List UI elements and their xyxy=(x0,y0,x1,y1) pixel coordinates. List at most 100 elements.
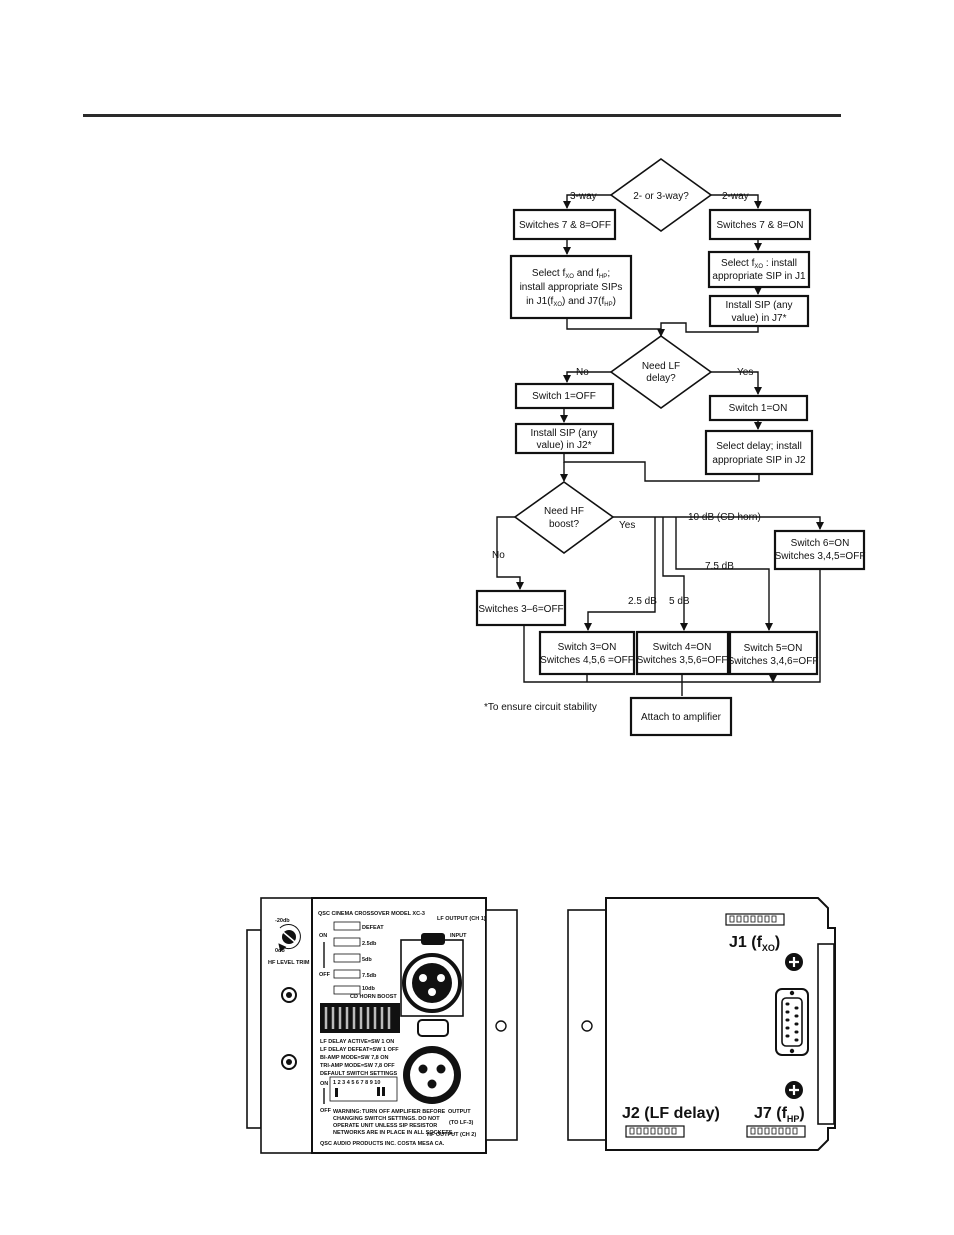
edge-10db xyxy=(613,516,824,530)
decision-hf-line2: boost? xyxy=(549,519,579,530)
box-select-3way-line2: install appropriate SIPs xyxy=(520,282,623,293)
trim-m20: -20db xyxy=(275,918,290,924)
dip-75[interactable] xyxy=(333,969,361,979)
edge-lf-yes-label: Yes xyxy=(737,367,753,378)
box-sw4-line1: Switch 4=ON xyxy=(653,642,712,653)
box-install-j2-line1: Install SIP (any xyxy=(530,428,597,439)
box-select-delay-line2: appropriate SIP in J2 xyxy=(712,455,806,466)
edge-e xyxy=(657,322,759,337)
warn-2: CHANGING SWITCH SETTINGS. DO NOT xyxy=(333,1116,440,1122)
dip-10-label: 10db xyxy=(362,986,375,992)
box-attach xyxy=(629,696,733,737)
box-select-3way-line3: in J1(fXO) and J7(fHP) xyxy=(526,296,616,308)
trim-label: HF LEVEL TRIM xyxy=(268,960,310,966)
edge-lf-yes xyxy=(711,371,762,395)
dip-defeat[interactable] xyxy=(333,921,361,931)
box-sw3 xyxy=(538,630,636,676)
dsub-screw-bottom xyxy=(789,1048,795,1054)
off-label: OFF xyxy=(319,972,331,978)
dip-5[interactable] xyxy=(333,953,361,963)
front-screw-hole-1-inner xyxy=(286,992,292,998)
edge-2way-label: 2-way xyxy=(722,191,749,202)
edge-merge-drop xyxy=(586,674,773,696)
xlr-in-pin1 xyxy=(419,974,427,982)
box-select-3way-line1: Select fXO and fHP; xyxy=(532,268,610,280)
box-sw78-off-text: Switches 7 & 8=OFF xyxy=(519,220,611,231)
warning-label: WARNING: xyxy=(333,1109,362,1115)
box-sw5-line2: Switches 3,4,6=OFF xyxy=(728,656,819,667)
screw-bottom-cross xyxy=(789,1085,799,1095)
box-select-3way xyxy=(509,254,633,320)
box-sw78-on-text: Switches 7 & 8=ON xyxy=(717,220,804,231)
on-label: ON xyxy=(319,933,327,939)
box-sw6-line2: Switches 3,4,5=OFF xyxy=(775,551,866,562)
box-sw1-on-text: Switch 1=ON xyxy=(729,403,788,414)
edge-3way-label: 3-way xyxy=(570,191,597,202)
default-sw1 xyxy=(335,1088,338,1097)
xlr-in-pin3 xyxy=(428,988,436,996)
edge-hf-yes-label: Yes xyxy=(619,520,635,531)
warn-1: TURN OFF AMPLIFIER BEFORE xyxy=(362,1109,446,1115)
decision-hf-line1: Need HF xyxy=(544,506,584,517)
warn-3: OPERATE UNIT UNLESS SIP RESISTOR xyxy=(333,1123,437,1129)
socket-j7-pins xyxy=(750,1127,798,1135)
box-select-delay xyxy=(704,429,814,476)
front-screw-hole-2-inner xyxy=(286,1059,292,1065)
box-sw6 xyxy=(773,529,866,571)
decision-lf xyxy=(609,335,713,409)
socket-j2-pins xyxy=(629,1127,677,1135)
box-select-2way xyxy=(707,250,811,289)
box-sw1-on xyxy=(708,394,809,422)
dip-75-label: 7.5db xyxy=(362,973,377,979)
xlr-out-pin3 xyxy=(427,1079,437,1089)
box-sw5 xyxy=(728,630,819,676)
default-on-label: ON xyxy=(320,1081,328,1087)
input-label: INPUT xyxy=(450,933,467,939)
label-j1: J1 (fXO) xyxy=(729,934,780,953)
warn-4: NETWORKS ARE IN PLACE IN ALL SOCKETS. xyxy=(333,1130,454,1136)
label-j7: J7 (fHP) xyxy=(754,1105,805,1124)
dip-25[interactable] xyxy=(333,937,361,947)
edge-d xyxy=(566,318,661,330)
dsub-pins xyxy=(785,1002,799,1042)
dip-10[interactable] xyxy=(333,985,361,995)
edge-25db-label: 2.5 dB xyxy=(628,596,657,607)
box-sw3-line1: Switch 3=ON xyxy=(558,642,617,653)
box-install-j2-line2: value) in J2* xyxy=(536,440,591,451)
default-sw7 xyxy=(377,1087,380,1096)
info-3: BI-AMP MODE=SW 7,8 ON xyxy=(320,1055,389,1061)
edge-3way xyxy=(563,194,611,209)
info-1: LF DELAY ACTIVE=SW 1 ON xyxy=(320,1039,394,1045)
edge-hf-no xyxy=(496,516,524,590)
edge-75db xyxy=(675,517,773,631)
box-sw6-line1: Switch 6=ON xyxy=(791,538,850,549)
box-install-j7 xyxy=(708,294,810,328)
xlr-in-pin2 xyxy=(437,974,445,982)
socket-j1-pins xyxy=(729,915,777,923)
lf-output-label: LF OUTPUT (CH 1) xyxy=(437,916,486,922)
info-2: LF DELAY DEFEAT=SW 1 OFF xyxy=(320,1047,399,1053)
edge-75db-label: 7.5 dB xyxy=(705,561,734,572)
dsub-screw-top xyxy=(789,990,795,996)
default-settings-label: DEFAULT SWITCH SETTINGS xyxy=(320,1071,398,1077)
edge-lf-no xyxy=(563,371,611,383)
dip-5-label: 5db xyxy=(362,957,372,963)
box-sw5-line1: Switch 5=ON xyxy=(744,643,803,654)
box-sw1-off xyxy=(514,382,615,410)
box-select-2way-line2: appropriate SIP in J1 xyxy=(712,271,806,282)
decision-ways xyxy=(609,158,713,232)
box-select-delay-line1: Select delay; install xyxy=(716,441,802,452)
xlr-input-face xyxy=(412,963,452,1003)
info-4: TRI-AMP MODE=SW 7,8 OFF xyxy=(320,1063,395,1069)
default-off-label: OFF xyxy=(320,1108,332,1114)
xlr-input-latch xyxy=(421,933,445,945)
footnote: *To ensure circuit stability xyxy=(484,702,597,713)
dip-25-label: 2.5db xyxy=(362,941,377,947)
edge-5db xyxy=(662,517,688,631)
screw-top-cross xyxy=(789,957,799,967)
dsub-shell xyxy=(781,997,803,1047)
hf-output-label: HF OUTPUT (CH 2) xyxy=(427,1132,476,1138)
edge-10db-label: 10 dB (CD horn) xyxy=(688,512,761,523)
box-sw36-off-text: Switches 3–6=OFF xyxy=(478,604,563,615)
